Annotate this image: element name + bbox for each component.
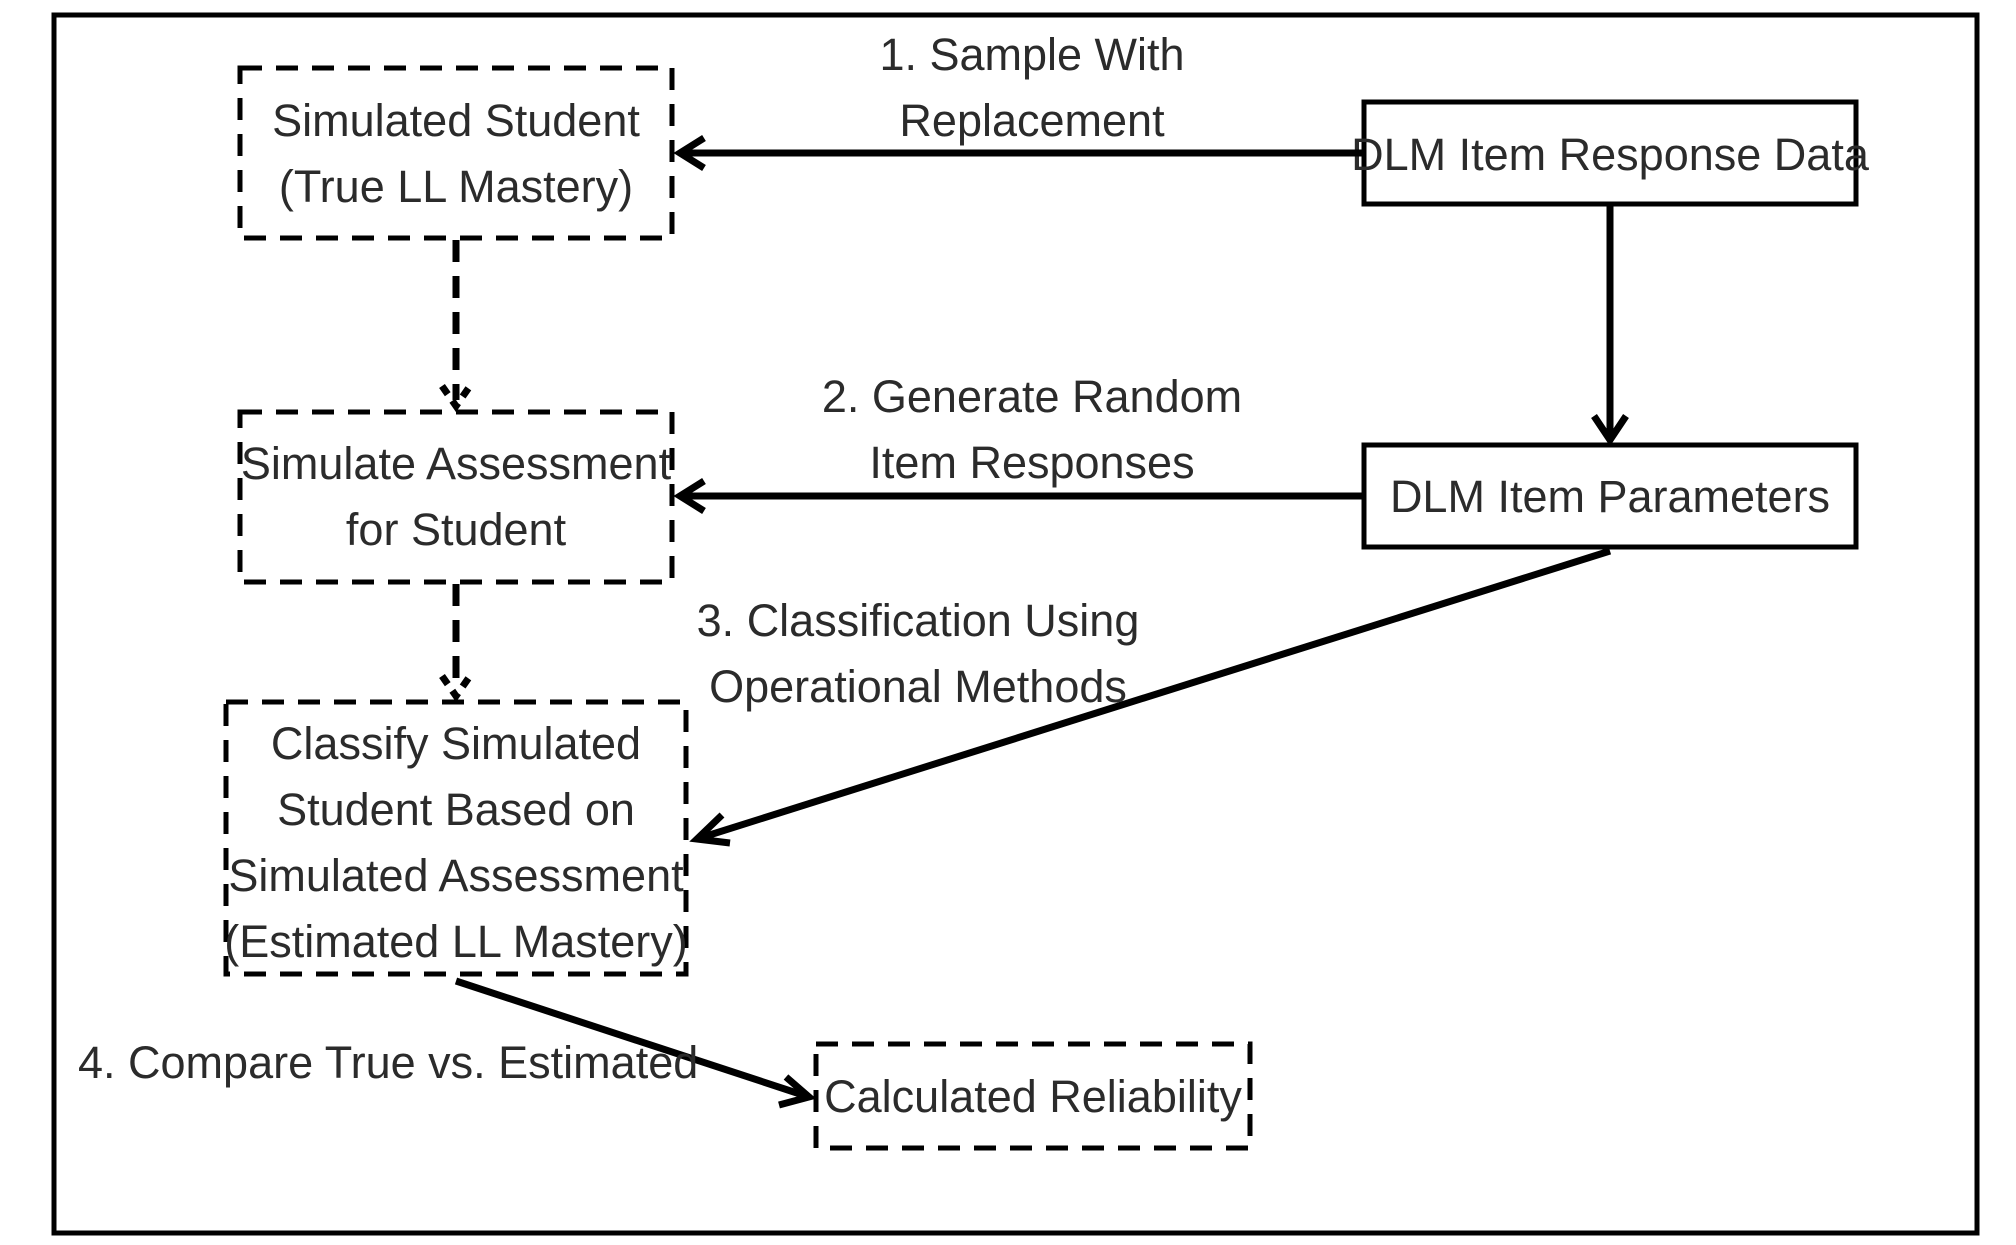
edge-compare-true-vs-estimated: 4. Compare True vs. Estimated <box>78 977 817 1109</box>
edge-dashed-flow-2-arrowhead <box>439 673 473 703</box>
edge-step4-label: 4. Compare True vs. Estimated <box>78 1037 698 1088</box>
edge-step2-arrowhead <box>673 478 706 514</box>
node-simulate-assessment: Simulate Assessment for Student <box>237 409 675 585</box>
node-classify-simulated-student: Classify Simulated Student Based on Simu… <box>223 699 689 977</box>
node-simulated-student: Simulated Student (True LL Mastery) <box>237 65 675 241</box>
edge-step2-label-line-1: 2. Generate Random <box>822 371 1242 422</box>
node-classify-line-2: Student Based on <box>277 784 635 835</box>
edge-step3-line <box>698 547 1612 842</box>
outer-frame <box>51 12 1980 1236</box>
edge-step3-label-line-1: 3. Classification Using <box>697 595 1140 646</box>
edge-step3-arrowhead <box>689 812 731 847</box>
edge-dashed-flow-1-arrowhead <box>439 383 473 413</box>
node-classify-line-3: Simulated Assessment <box>228 850 684 901</box>
edge-step2-label-line-2: Item Responses <box>869 437 1194 488</box>
node-classify-line-4: (Estimated LL Mastery) <box>224 916 687 967</box>
node-simulated-student-line-1: Simulated Student <box>272 95 640 146</box>
node-dlm-item-response-data-label: DLM Item Response Data <box>1351 129 1870 180</box>
edge-sample-with-replacement-arrowhead <box>673 135 706 171</box>
node-calculated-reliability: Calculated Reliability <box>813 1041 1253 1151</box>
node-simulate-assessment-line-1: Simulate Assessment <box>241 438 672 489</box>
edge-step4-line <box>454 977 808 1100</box>
node-dlm-item-response-data: DLM Item Response Data <box>1351 99 1870 207</box>
edge-step3-label-line-2: Operational Methods <box>709 661 1127 712</box>
edge-step1-label-line-1: 1. Sample With <box>879 29 1184 80</box>
node-calculated-reliability-box <box>813 1041 1253 1151</box>
edge-sample-with-replacement: 1. Sample With Replacement <box>673 29 1364 171</box>
edge-step1-label-line-2: Replacement <box>899 95 1165 146</box>
edge-data-to-parameters <box>1591 204 1629 447</box>
edge-step4-arrowhead <box>778 1074 817 1109</box>
edge-dashed-assessment-to-classify <box>439 584 473 703</box>
node-simulate-assessment-line-2: for Student <box>346 504 567 555</box>
node-classify-line-1: Classify Simulated <box>271 718 641 769</box>
node-simulated-student-line-2: (True LL Mastery) <box>279 161 633 212</box>
edge-generate-random-item-responses: 2. Generate Random Item Responses <box>673 371 1364 514</box>
edge-dashed-student-to-assessment <box>439 240 473 413</box>
edge-classification-operational-methods: 3. Classification Using Operational Meth… <box>689 547 1612 847</box>
node-dlm-item-parameters-label: DLM Item Parameters <box>1390 471 1830 522</box>
edge-data-to-parameters-arrowhead <box>1591 414 1629 447</box>
node-calculated-reliability-label: Calculated Reliability <box>824 1071 1242 1122</box>
node-simulated-student-box <box>237 65 675 241</box>
node-dlm-item-parameters: DLM Item Parameters <box>1361 442 1859 550</box>
